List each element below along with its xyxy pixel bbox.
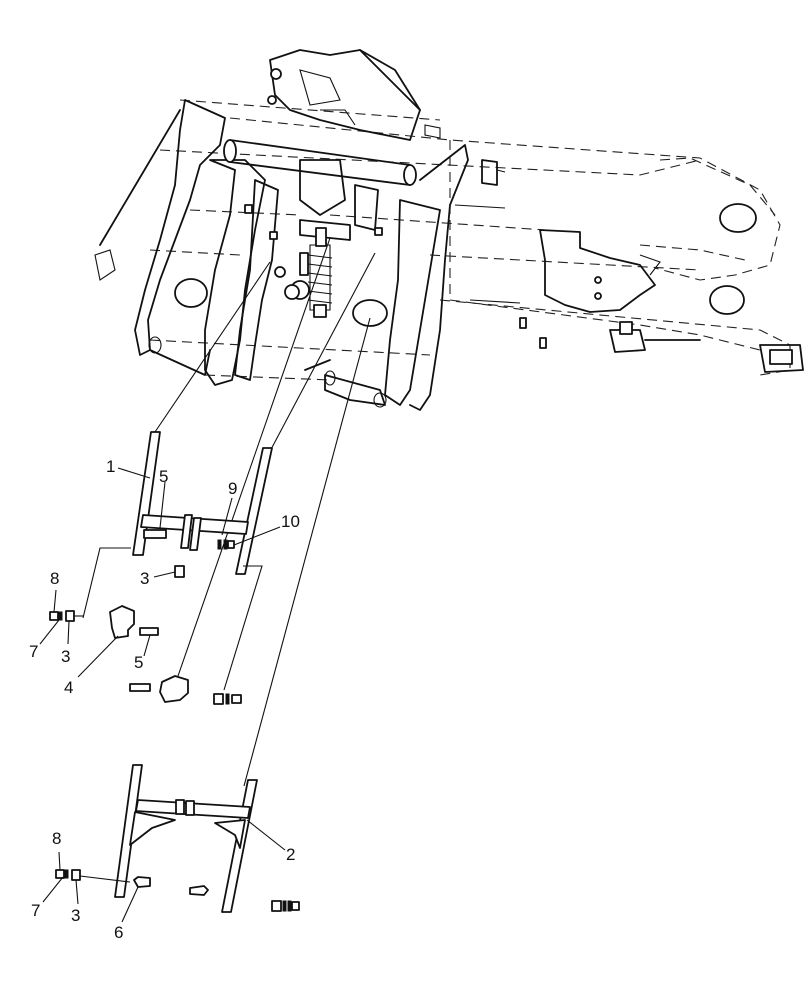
assembly-line bbox=[177, 237, 331, 677]
washer-set-10 bbox=[217, 539, 235, 550]
assembly-line bbox=[243, 317, 371, 787]
block-4-lower bbox=[159, 675, 189, 703]
callout-2: 2 bbox=[286, 845, 295, 864]
callout-3: 3 bbox=[71, 906, 80, 925]
callout-leader bbox=[153, 571, 176, 578]
callout-7: 7 bbox=[31, 901, 40, 920]
pin-lower-a bbox=[129, 683, 151, 692]
callout-10: 10 bbox=[281, 512, 300, 531]
assembly-line bbox=[154, 261, 271, 433]
assembly-line bbox=[267, 252, 376, 456]
callout-leader bbox=[246, 819, 286, 851]
callout-leader bbox=[58, 851, 61, 871]
lower-link bbox=[114, 764, 258, 913]
callout-leader bbox=[67, 620, 70, 645]
pin-5-upper bbox=[143, 529, 167, 539]
frame-assembly bbox=[94, 49, 804, 411]
callout-leader bbox=[39, 619, 60, 645]
callout-6: 6 bbox=[114, 923, 123, 942]
callout-leader bbox=[121, 886, 139, 923]
spring-shock bbox=[299, 219, 351, 318]
callout-leader bbox=[233, 526, 281, 546]
callout-leader bbox=[143, 634, 151, 657]
hardware-group-upper bbox=[49, 610, 83, 622]
pin-lower-b bbox=[189, 885, 209, 896]
callout-leader bbox=[77, 635, 119, 678]
callout-7: 7 bbox=[29, 642, 38, 661]
pin-5-lower bbox=[139, 627, 159, 636]
callout-leader bbox=[159, 481, 166, 529]
washer-set-mid bbox=[213, 693, 242, 705]
callout-3: 3 bbox=[61, 647, 70, 666]
callout-9: 9 bbox=[228, 479, 237, 498]
bushing-3-upper bbox=[174, 565, 185, 578]
hydraulic-fitting bbox=[609, 321, 804, 373]
callout-4: 4 bbox=[64, 678, 73, 697]
assembly-line bbox=[223, 565, 263, 691]
callout-5: 5 bbox=[134, 653, 143, 672]
callout-8: 8 bbox=[52, 829, 61, 848]
pin-6 bbox=[133, 876, 151, 888]
upper-link bbox=[132, 431, 273, 575]
block-4-upper bbox=[109, 605, 135, 639]
callout-leader bbox=[42, 876, 64, 903]
callout-1: 1 bbox=[106, 457, 115, 476]
callout-leader bbox=[53, 589, 57, 613]
assembly-line bbox=[82, 547, 131, 619]
callout-8: 8 bbox=[50, 569, 59, 588]
washer-set-lower-right bbox=[271, 900, 300, 912]
callout-3: 3 bbox=[140, 569, 149, 588]
callout-5: 5 bbox=[159, 467, 168, 486]
callout-leader bbox=[117, 467, 151, 479]
callout-leader bbox=[75, 879, 79, 905]
callout-leader bbox=[221, 497, 233, 536]
